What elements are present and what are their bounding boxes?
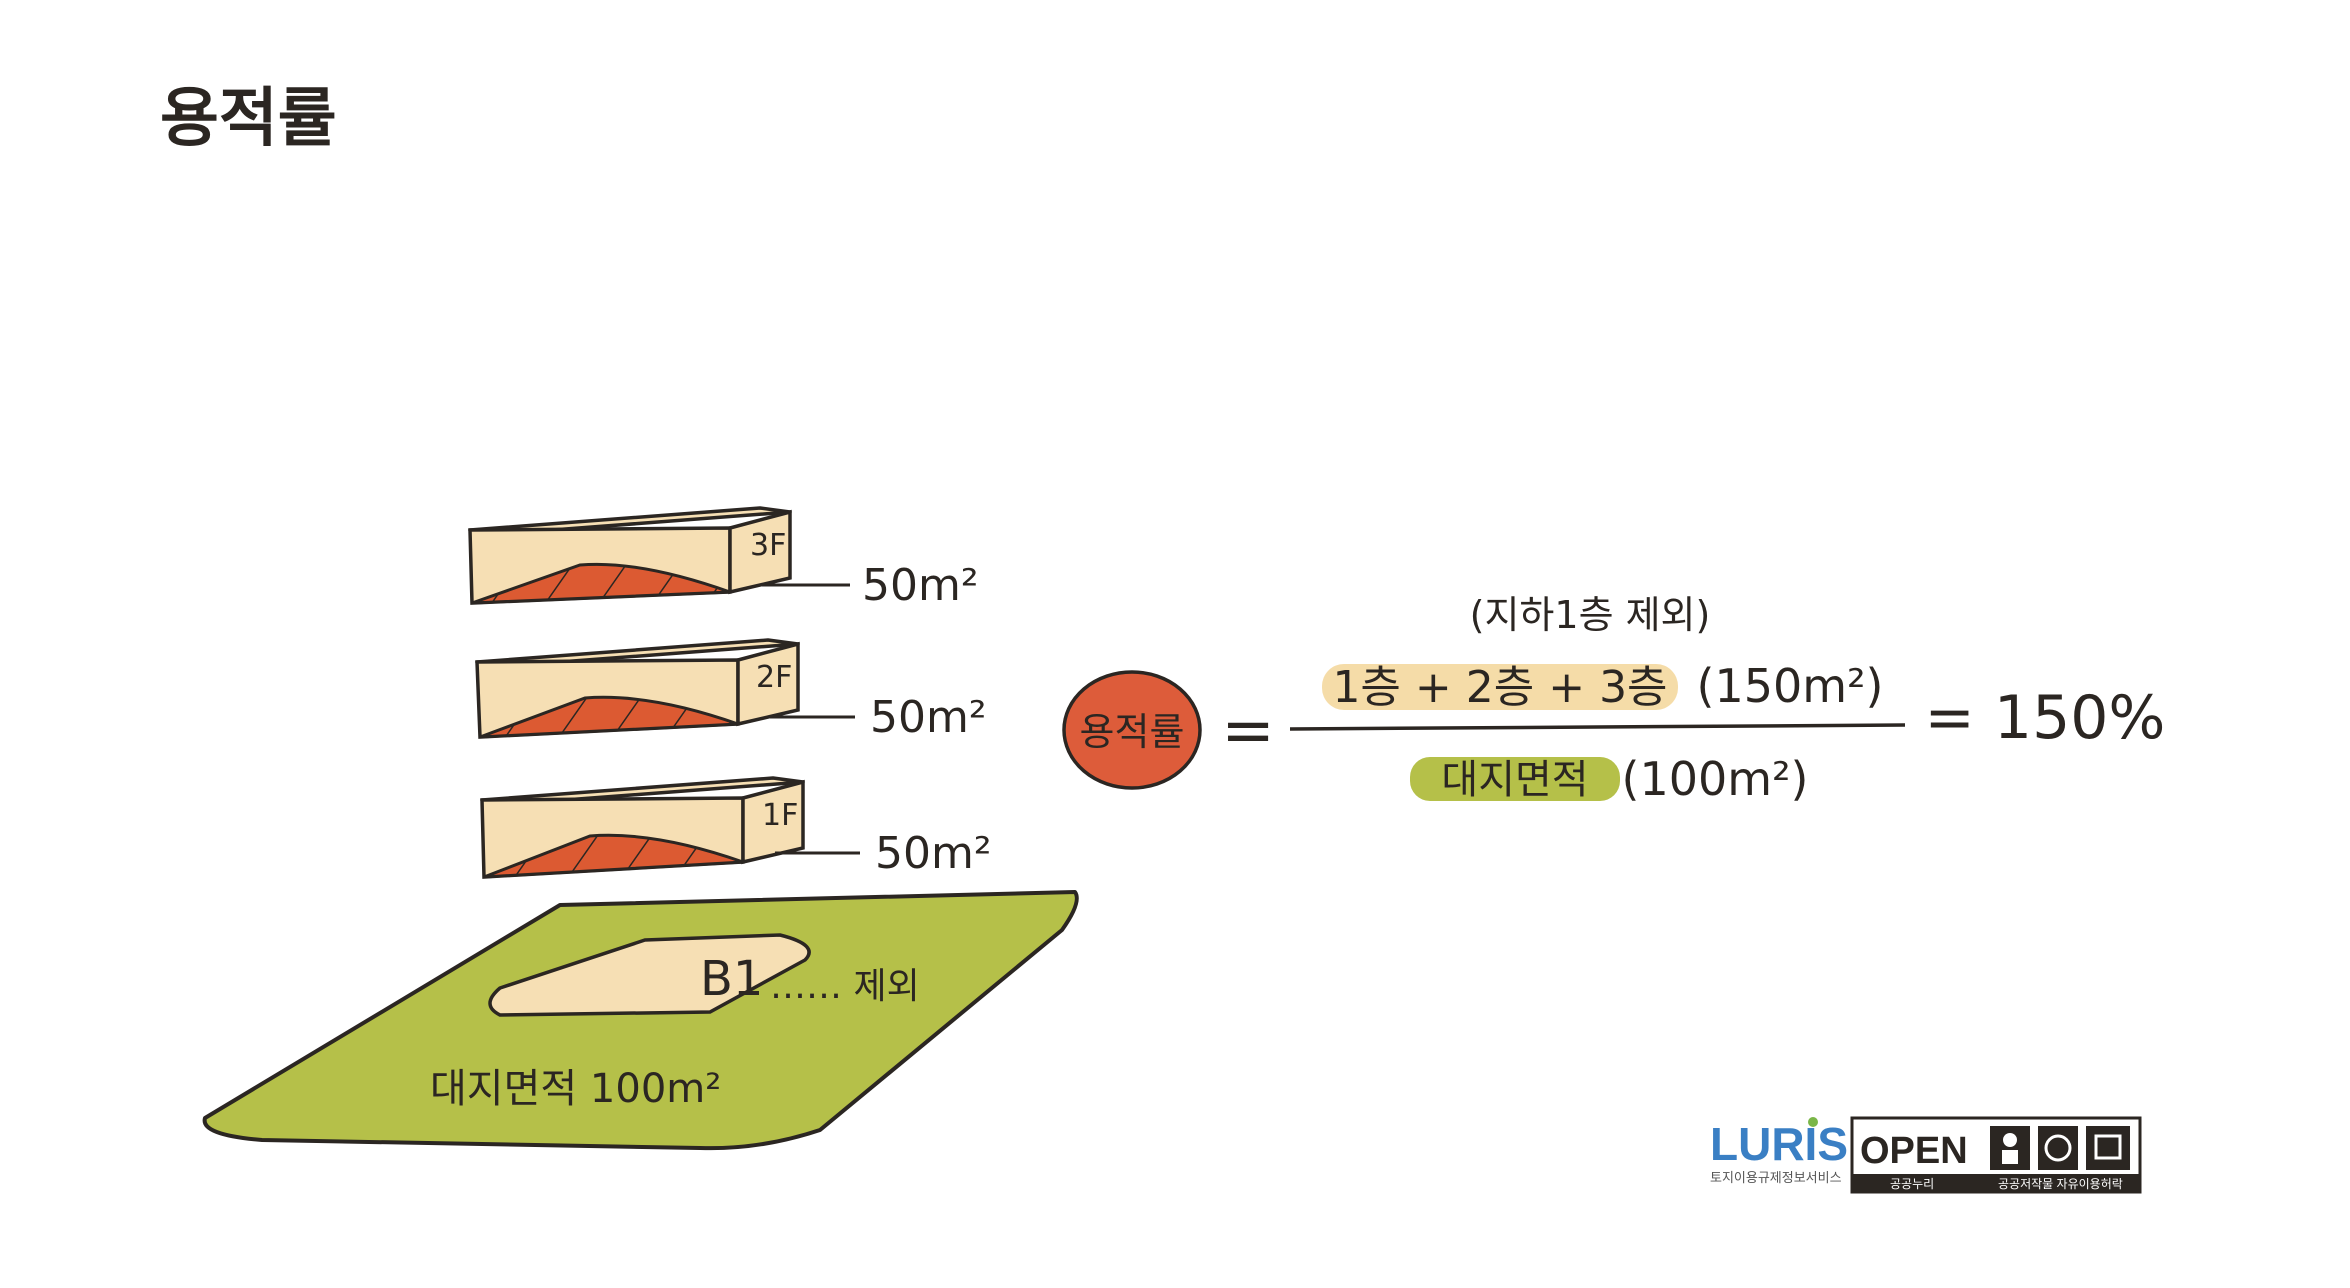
luris-logo-text: LURIS [1710,1118,1848,1170]
site-green-area [202,890,1079,1151]
floor-1f-label: 1F [762,798,798,833]
luris-logo: LURIS 토지이용규제정보서비스 [1710,1117,1848,1185]
page-title: 용적률 [160,82,337,156]
floor-2f-label: 2F [756,660,792,695]
floor-1f-slab: 1F 50m² [480,776,992,879]
numerator-value: (150m²) [1697,659,1884,713]
numerator-highlight [1322,664,1678,710]
formula-result: = 150% [1925,683,2166,753]
open-license-sub-left: 공공누리 [1890,1177,1934,1191]
luris-subtitle: 토지이용규제정보서비스 [1710,1170,1842,1185]
site-plot: B1 …… 제외 대지면적 100m² [202,890,1079,1151]
no-derivatives-icon [2086,1126,2130,1170]
basement-exclusion-note: (지하1층 제외) [1470,593,1711,637]
floor-3f-slab: 3F 50m² [468,506,979,611]
noncommercial-icon [2038,1126,2078,1170]
floor-2f-slab: 2F 50m² [475,638,987,743]
basement-outline [488,933,811,1017]
floor-1f-area: 50m² [875,828,992,879]
open-license-sub-right: 공공저작물 자유이용허락 [1998,1177,2123,1191]
formula-lhs-label: 용적률 [1080,710,1185,754]
fraction-bar [1289,723,1906,731]
numerator-terms: 1층 + 2층 + 3층 [1332,662,1667,713]
open-license-text: OPEN [1860,1130,1968,1172]
denominator-term: 대지면적 [1441,757,1588,803]
ratio-circle [1062,670,1202,790]
floor-3f-label: 3F [750,528,786,563]
basement-excluded-note: …… 제외 [770,966,920,1007]
floor-3f-area: 50m² [862,560,979,611]
floor-2f-area: 50m² [870,692,987,743]
open-license-badge: OPEN 공공누리 공공저작물 자유이용허락 [1850,1116,2142,1194]
basement-label: B1 [700,951,763,1007]
denominator-value: (100m²) [1622,752,1809,806]
floor-area-ratio-formula: 용적률 = (지하1층 제외) 1층 + 2층 + 3층 (150m²) 대지면… [1062,593,2166,806]
site-area-label: 대지면적 100m² [430,1066,721,1112]
formula-equals-sign: = [1221,694,1275,768]
denominator-highlight [1410,757,1620,801]
luris-dot-icon [1808,1117,1818,1127]
